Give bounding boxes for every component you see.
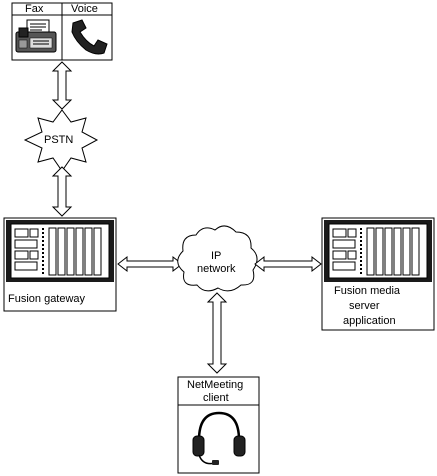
fax-device: [11, 2, 63, 61]
ip-network-label-line2: network: [197, 263, 236, 275]
telephone-handset-icon: [71, 19, 108, 55]
media-server-label-line1: Fusion media: [334, 285, 401, 297]
voice-label: Voice: [71, 3, 98, 15]
arrow-devices-pstn: [51, 61, 73, 110]
netmeeting-client: [177, 376, 260, 474]
media-server-label-line3: application: [343, 315, 396, 327]
fusion-media-server: [321, 217, 435, 331]
gateway-label: Fusion gateway: [8, 293, 86, 305]
ip-network-label-line1: IP: [211, 250, 222, 262]
netmeeting-label-line2: client: [203, 392, 229, 404]
fusion-gateway: [3, 217, 117, 312]
media-server-label-line2: server: [349, 300, 380, 312]
arrow-pstn-gateway: [51, 166, 73, 217]
fax-machine-icon: [15, 19, 57, 53]
arrow-gateway-ip: [117, 255, 183, 273]
voice-device: [61, 2, 113, 61]
fax-label: Fax: [25, 3, 44, 15]
pstn-label: PSTN: [44, 134, 74, 146]
arrow-ip-netmeeting: [206, 292, 228, 374]
headset-icon: [192, 411, 246, 465]
ip-network-cloud: [177, 225, 258, 292]
netmeeting-label-line1: NetMeeting: [187, 379, 244, 391]
arrow-ip-mediaserver: [254, 255, 322, 273]
